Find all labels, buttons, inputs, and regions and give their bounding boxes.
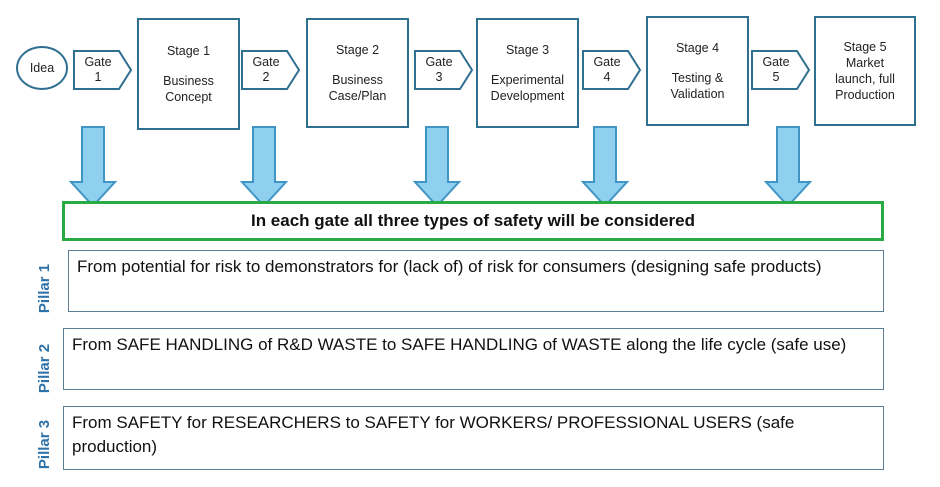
pillar-2-label: Pillar 2 (36, 343, 54, 393)
gate-3-label: Gate (425, 55, 453, 69)
gate-1-shape (73, 50, 133, 90)
stage-5: Stage 5 Market launch, full Production (814, 16, 916, 126)
pillar-1-label-wrap: Pillar 1 (33, 248, 57, 328)
pillar-3-label: Pillar 3 (36, 419, 54, 469)
stage-1-title: Stage 1 (166, 44, 211, 58)
gate-1-label: Gate (84, 55, 112, 69)
gate-1-number: 1 (94, 70, 102, 84)
stage-2-name: Business Case/Plan (328, 73, 387, 103)
stage-3-title: Stage 3 (505, 43, 550, 57)
stage-4: Stage 4 Testing & Validation (646, 16, 749, 126)
safety-banner: In each gate all three types of safety w… (62, 201, 884, 241)
stage-4-name: Testing & Validation (670, 71, 725, 101)
down-arrow-gate-1 (68, 126, 118, 208)
pillar-3-label-wrap: Pillar 3 (33, 404, 57, 484)
pillar-1-text: From potential for risk to demonstrators… (77, 257, 822, 276)
stage-3-name: Experimental Development (490, 73, 565, 103)
pillar-2-box: From SAFE HANDLING of R&D WASTE to SAFE … (63, 328, 884, 390)
pillar-3-text: From SAFETY for RESEARCHERS to SAFETY fo… (72, 413, 795, 456)
gate-5-shape (751, 50, 811, 90)
stage-1-name: Business Concept (163, 74, 214, 104)
gate-4-shape (582, 50, 642, 90)
gate-5-number: 5 (772, 70, 780, 84)
pillar-1-box: From potential for risk to demonstrators… (68, 250, 884, 312)
gate-5-label: Gate (762, 55, 790, 69)
gate-4-label: Gate (593, 55, 621, 69)
stage-4-title: Stage 4 (675, 41, 720, 55)
gate-3-shape (414, 50, 474, 90)
gate-2-label: Gate (252, 55, 280, 69)
pillar-1-label: Pillar 1 (36, 263, 54, 313)
stage-5-name: Market launch, full Production (835, 56, 895, 102)
gate-2-number: 2 (262, 70, 270, 84)
idea-label: Idea (29, 61, 55, 75)
gate-3-number: 3 (435, 70, 443, 84)
down-arrow-gate-4 (580, 126, 630, 208)
safety-banner-text: In each gate all three types of safety w… (250, 211, 696, 230)
stage-3: Stage 3 Experimental Development (476, 18, 579, 128)
gate-4-number: 4 (603, 70, 611, 84)
stage-2-title: Stage 2 (335, 43, 380, 57)
idea-node: Idea (16, 46, 68, 90)
gate-2-shape (241, 50, 301, 90)
stage-2: Stage 2 Business Case/Plan (306, 18, 409, 128)
down-arrow-gate-2 (239, 126, 289, 208)
pillar-3-box: From SAFETY for RESEARCHERS to SAFETY fo… (63, 406, 884, 470)
pillar-2-label-wrap: Pillar 2 (33, 328, 57, 408)
down-arrow-gate-3 (412, 126, 462, 208)
pillar-2-text: From SAFE HANDLING of R&D WASTE to SAFE … (72, 335, 847, 354)
stage-5-title: Stage 5 (843, 40, 887, 54)
stage-1: Stage 1 Business Concept (137, 18, 240, 130)
down-arrow-gate-5 (763, 126, 813, 208)
